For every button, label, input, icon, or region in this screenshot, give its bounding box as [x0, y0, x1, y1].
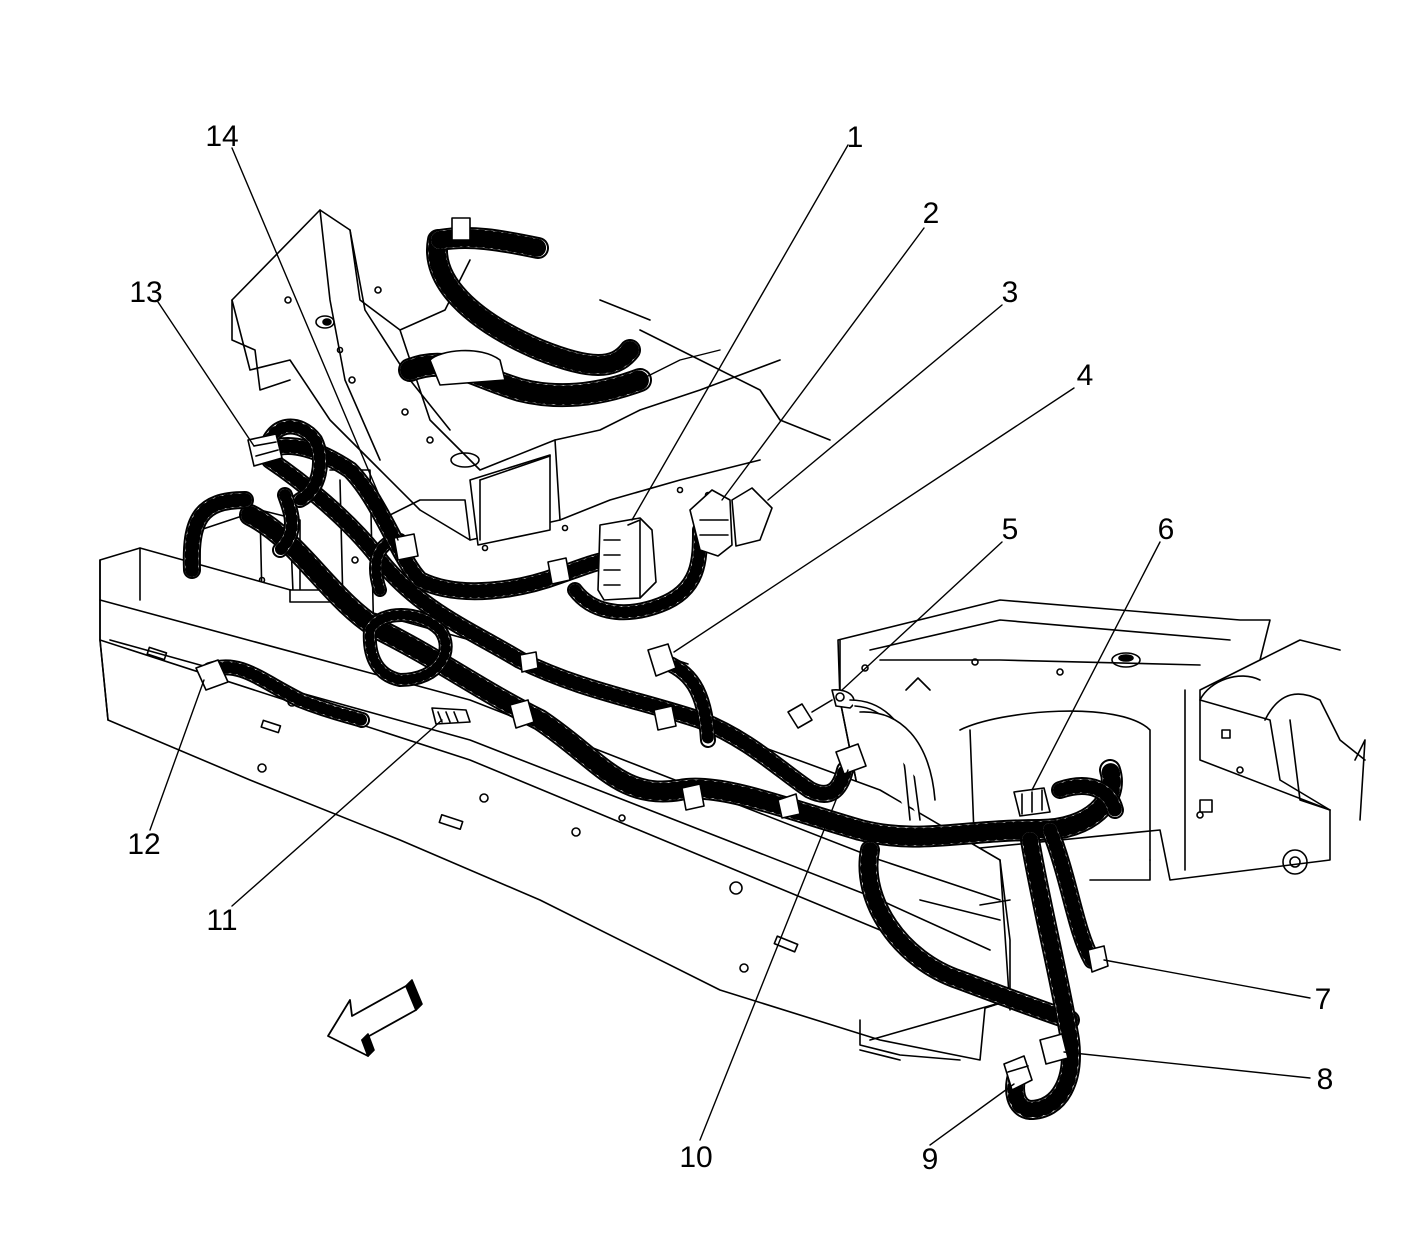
main-harness-lower	[192, 500, 1115, 1110]
callout-5: 5	[1001, 513, 1019, 546]
callout-6: 6	[1157, 513, 1175, 546]
main-harness-middle	[270, 460, 845, 794]
callout-14: 14	[205, 120, 239, 153]
left-frame-rail	[231, 209, 781, 552]
callout-7: 7	[1314, 983, 1332, 1016]
connectors	[195, 433, 1109, 1091]
callout-13: 13	[129, 276, 163, 309]
leader-lines	[149, 144, 1311, 1146]
callout-12: 12	[127, 828, 161, 861]
impact-bar	[99, 547, 1011, 1061]
callout-10: 10	[679, 1141, 713, 1174]
callout-4: 4	[1076, 359, 1094, 392]
front-arrow-icon	[327, 979, 423, 1057]
right-support-structure	[837, 599, 1366, 881]
callout-8: 8	[1316, 1063, 1334, 1096]
callout-11: 11	[206, 904, 238, 937]
callout-1: 1	[846, 121, 864, 154]
callout-2: 2	[922, 197, 940, 230]
callout-3: 3	[1001, 276, 1019, 309]
callout-9: 9	[921, 1143, 939, 1176]
upper-harness	[398, 217, 831, 441]
